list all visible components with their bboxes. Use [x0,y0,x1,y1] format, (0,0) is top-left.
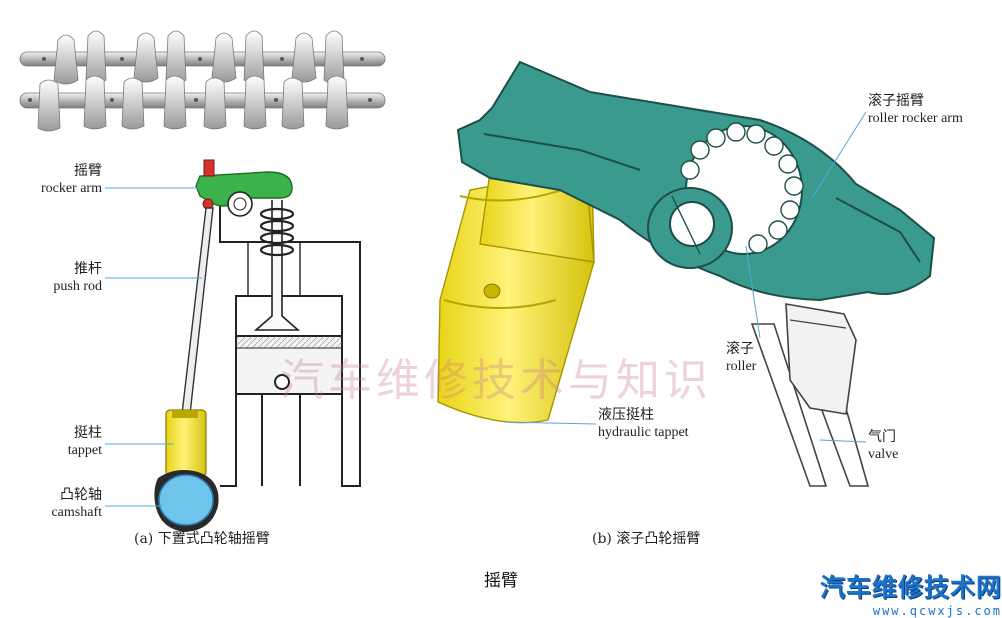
site-logo-text: 汽车维修技术网 [819,573,1002,602]
rocker-shaft-assembly [19,30,386,132]
label-roller-rocker-arm-en: roller rocker arm [868,111,963,126]
label-roller-zh: 滚子 [726,341,754,357]
label-valve: 气门 valve [868,428,898,464]
label-rocker-arm: 摇臂 rocker arm [10,162,102,198]
label-roller: 滚子 roller [726,340,756,376]
watermark-text: 汽车维修技术与知识 [280,355,712,406]
label-roller-en: roller [726,359,757,374]
roller-rocker-illustration [437,60,936,487]
label-camshaft: 凸轮轴 camshaft [10,486,102,522]
label-tappet: 挺柱 tappet [10,424,102,460]
label-rocker-arm-zh: 摇臂 [74,163,102,179]
label-tappet-en: tappet [67,443,102,458]
label-roller-rocker-arm-zh: 滚子摇臂 [868,93,924,109]
ohv-rocker-diagram [154,159,361,532]
right-leader-lines [503,111,867,443]
figure-title: 摇臂 [484,571,518,591]
label-camshaft-en: camshaft [51,505,102,520]
label-hydraulic-tappet-zh: 液压挺柱 [598,407,654,423]
label-rocker-arm-en: rocker arm [40,181,102,196]
label-camshaft-zh: 凸轮轴 [60,487,102,503]
label-hydraulic-tappet-en: hydraulic tappet [598,425,689,440]
roller-rocker-arm-body [456,60,936,302]
label-hydraulic-tappet: 液压挺柱 hydraulic tappet [598,406,689,442]
label-valve-en: valve [868,447,899,462]
caption-left: (a) 下置式凸轮轴摇臂 [134,531,270,547]
site-logo-url: www.qcwxjs.com [872,604,1002,618]
label-roller-rocker-arm: 滚子摇臂 roller rocker arm [868,92,963,128]
caption-right: (b) 滚子凸轮摇臂 [592,531,701,547]
site-logo: 汽车维修技术网 www.qcwxjs.com [802,568,1002,618]
left-leader-lines [105,187,202,507]
label-push-rod-en: push rod [53,279,102,294]
label-valve-zh: 气门 [868,429,896,445]
label-tappet-zh: 挺柱 [74,425,102,441]
label-push-rod: 推杆 push rod [10,260,102,296]
label-push-rod-zh: 推杆 [74,261,102,277]
